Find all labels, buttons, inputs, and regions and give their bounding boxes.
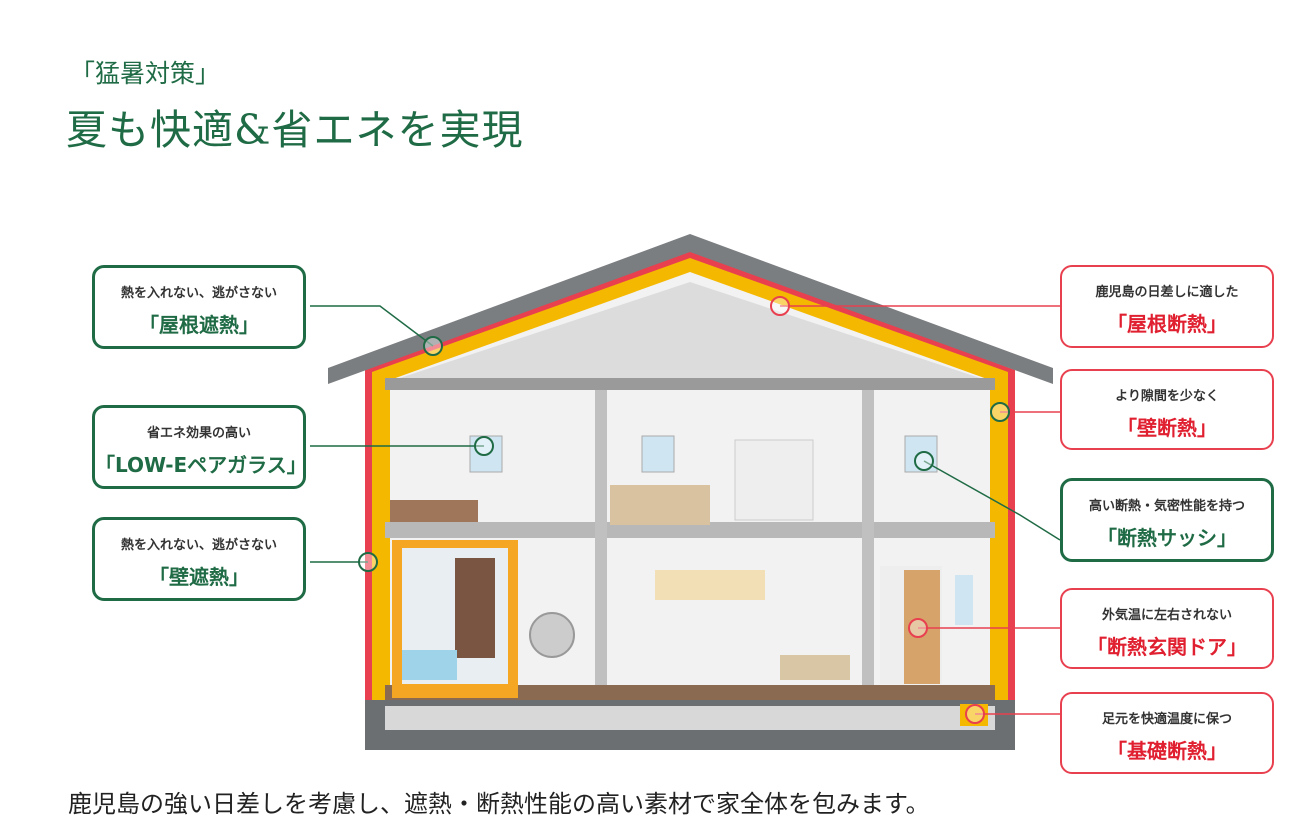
callout-desc: 足元を快適温度に保つ (1101, 712, 1232, 727)
marker-sash (914, 451, 934, 471)
callout-door: 外気温に左右されない 「断熱玄関ドア」 (1060, 588, 1274, 669)
callout-desc: より隙間を少なく (1115, 389, 1219, 404)
page-title: 夏も快適&省エネを実現 (66, 106, 524, 154)
callout-desc: 熱を入れない、逃がさない (120, 286, 277, 301)
subtitle: 「猛暑対策」 (70, 59, 221, 88)
callout-desc: 熱を入れない、逃がさない (120, 538, 277, 553)
marker-door (908, 618, 928, 638)
callout-desc: 鹿児島の日差しに適した (1095, 285, 1239, 300)
callout-foundation: 足元を快適温度に保つ 「基礎断熱」 (1060, 692, 1274, 774)
callout-title: 「断熱サッシ」 (1097, 526, 1237, 550)
callout-wall-insulation: より隙間を少なく 「壁断熱」 (1060, 369, 1274, 450)
callout-desc: 外気温に左右されない (1101, 608, 1232, 623)
marker-wall-shield (358, 552, 378, 572)
callout-sash: 高い断熱・気密性能を持つ 「断熱サッシ」 (1060, 478, 1274, 562)
marker-foundation (965, 704, 985, 724)
callout-title: 「基礎断熱」 (1107, 739, 1227, 763)
marker-roof-shield (423, 336, 443, 356)
callout-title: 「断熱玄関ドア」 (1087, 635, 1247, 659)
callout-wall-shield: 熱を入れない、逃がさない 「壁遮熱」 (92, 517, 306, 601)
callout-desc: 省エネ効果の高い (146, 426, 251, 441)
callout-lowe-glass: 省エネ効果の高い 「LOW-Eペアガラス」 (92, 405, 307, 489)
callout-title: 「壁断熱」 (1117, 416, 1217, 440)
marker-lowe-glass (474, 436, 494, 456)
marker-wall-insulation (990, 402, 1010, 422)
caption: 鹿児島の強い日差しを考慮し、遮熱・断熱性能の高い素材で家全体を包みます。 (68, 790, 930, 818)
callout-desc: 高い断熱・気密性能を持つ (1088, 499, 1245, 514)
callout-title: 「LOW-Eペアガラス」 (95, 453, 307, 477)
callout-title: 「屋根遮熱」 (139, 313, 259, 337)
callout-roof-insulation: 鹿児島の日差しに適した 「屋根断熱」 (1060, 265, 1274, 348)
callout-title: 「壁遮熱」 (149, 565, 249, 589)
callout-roof-shield: 熱を入れない、逃がさない 「屋根遮熱」 (92, 265, 306, 349)
callout-title: 「屋根断熱」 (1107, 312, 1227, 336)
marker-roof-insulation (770, 296, 790, 316)
